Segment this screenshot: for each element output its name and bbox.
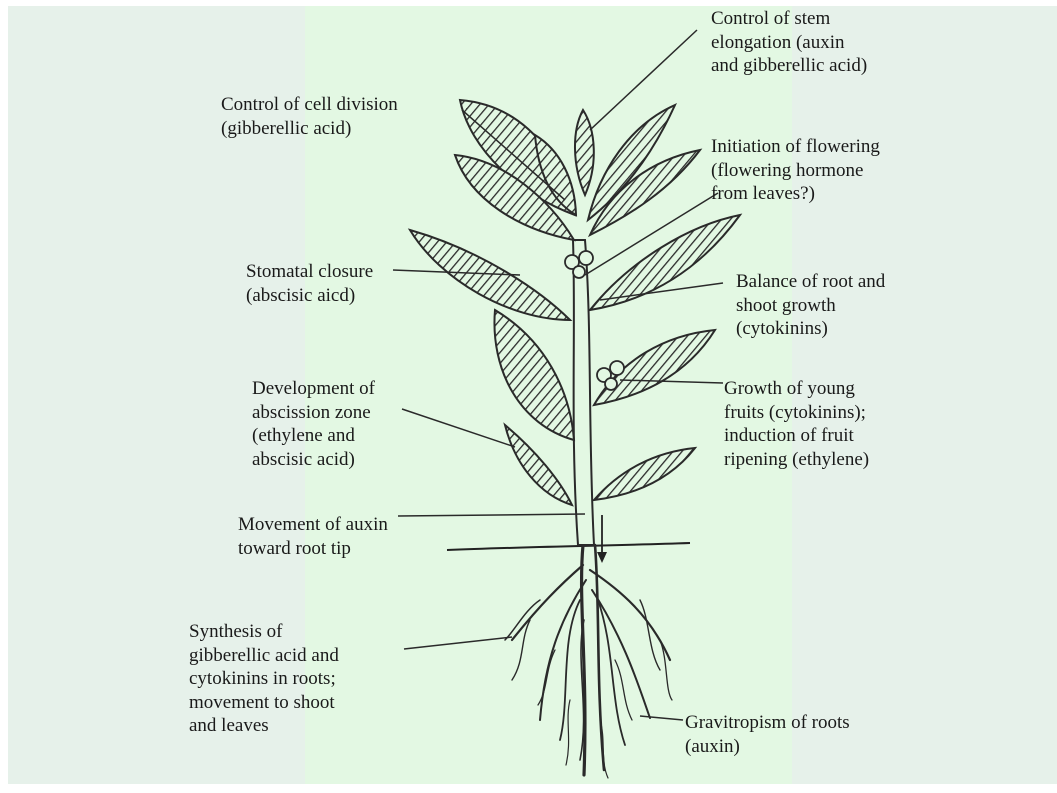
label-synthesis: Synthesis of gibberellic acid and cytoki… [189, 620, 339, 738]
leader-stem-elongation [590, 30, 697, 130]
label-stomatal-closure: Stomatal closure (abscisic aicd) [246, 260, 373, 307]
label-flowering: Initiation of flowering (flowering hormo… [711, 135, 880, 206]
leader-gravitropism [640, 716, 683, 720]
label-root-shoot-balance: Balance of root and shoot growth (cytoki… [736, 270, 885, 341]
leader-abscission [402, 409, 515, 447]
label-stem-elongation: Control of stem elongation (auxin and gi… [711, 7, 867, 78]
label-young-fruits: Growth of young fruits (cytokinins); ind… [724, 377, 869, 471]
ground-line [447, 543, 690, 550]
label-cell-division: Control of cell division (gibberellic ac… [221, 93, 398, 140]
label-gravitropism: Gravitropism of roots (auxin) [685, 711, 850, 758]
auxin-arrow-head [597, 552, 607, 563]
leader-synthesis [404, 637, 512, 649]
leader-auxin-movement [398, 514, 585, 516]
roots [505, 545, 672, 778]
stem [573, 240, 594, 545]
flower-buds [565, 251, 593, 278]
label-auxin-movement: Movement of auxin toward root tip [238, 513, 388, 560]
label-abscission-zone: Development of abscission zone (ethylene… [252, 377, 375, 471]
